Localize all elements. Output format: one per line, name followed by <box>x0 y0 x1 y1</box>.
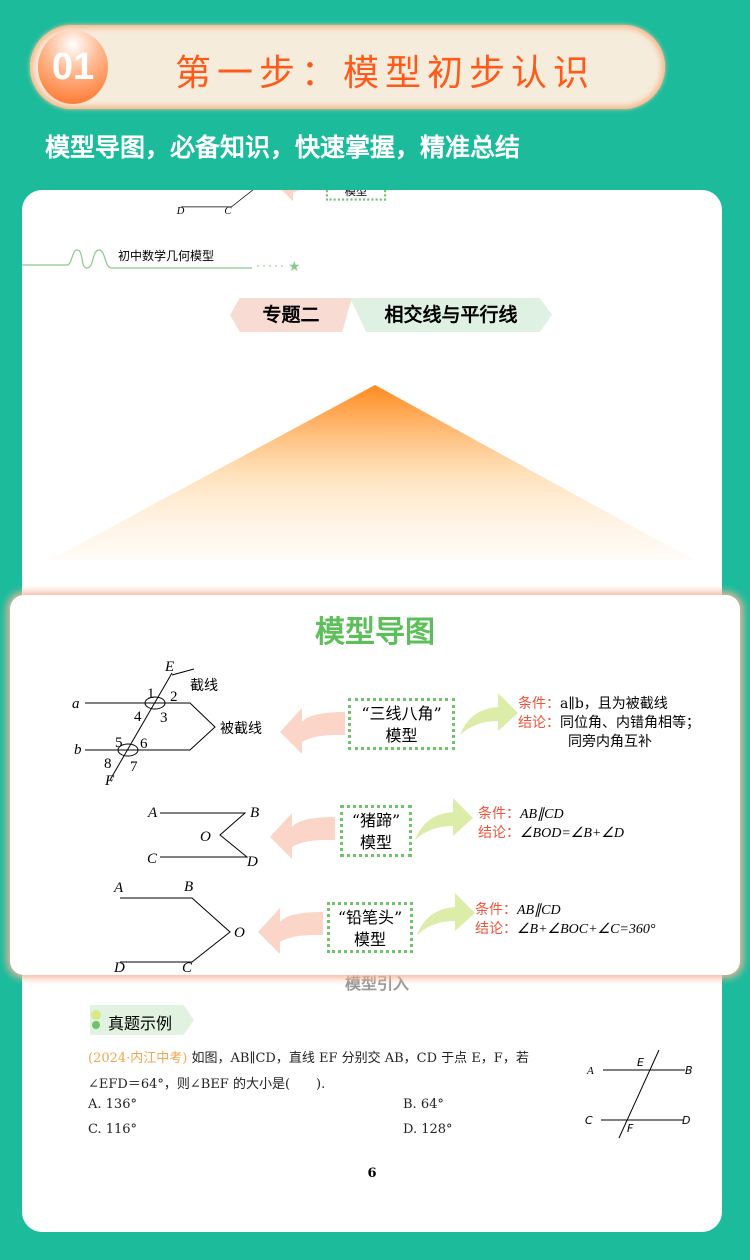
option-c[interactable]: C. 116° <box>88 1122 138 1137</box>
svg-text:D: D <box>113 960 125 975</box>
example-tag-bg <box>90 1005 194 1035</box>
question-figure: A B C D E F <box>585 1049 693 1139</box>
arrow-left-icon <box>258 708 345 954</box>
model-box-pencil-tip[interactable]: “铅笔头”模型 <box>325 190 387 201</box>
page-number: 6 <box>367 1166 377 1181</box>
mind-map-diagrams: a b E F 1 2 3 4 5 6 7 8 截线 被截线 A B C D O A… <box>72 659 518 975</box>
model-3-summary: 条件：AB∥CD 结论：∠B+∠BOC+∠C=360° <box>430 190 556 191</box>
svg-text:A: A <box>113 880 124 896</box>
svg-text:a: a <box>72 696 80 712</box>
svg-text:7: 7 <box>130 759 138 775</box>
svg-text:E: E <box>637 1056 644 1069</box>
svg-text:O: O <box>261 190 269 192</box>
question-stem: 如图，AB∥CD，直线 EF 分别交 AB，CD 于点 E，F，若 <box>191 1051 529 1066</box>
step-header-banner <box>30 25 665 109</box>
svg-text:B: B <box>250 805 259 821</box>
dot-icon <box>92 1021 100 1029</box>
mind-map-title: 模型导图 <box>315 615 435 650</box>
svg-text:E: E <box>164 659 174 675</box>
question-stem-2: ∠EFD＝64°，则∠BEF 的大小是( ). <box>88 1077 326 1092</box>
svg-text:截线: 截线 <box>190 678 218 694</box>
model-box-pencil-tip[interactable]: “铅笔头”模型 <box>327 902 413 953</box>
pig-hoof-diagram <box>160 812 249 858</box>
model-box-pig-hoof[interactable]: “猪蹄”模型 <box>340 805 412 857</box>
model-3-summary: 条件：AB∥CD 结论：∠B+∠BOC+∠C=360° <box>475 902 656 937</box>
topic-label: 专题二 <box>230 298 352 332</box>
svg-text:8: 8 <box>104 756 112 772</box>
subtitle: 模型导图，必备知识，快速掌握，精准总结 <box>45 133 521 162</box>
background-mind-map-copy: 模型导图 a b E F 1 2 3 4 5 6 7 8 截线 被截线 AB C… <box>104 190 615 216</box>
svg-text:F: F <box>627 1122 634 1135</box>
mind-map-diagrams: a b E F 1 2 3 4 5 6 7 8 截线 被截线 AB CD O A… <box>176 190 301 216</box>
option-b[interactable]: B. 64° <box>403 1097 444 1112</box>
three-lines-eight-angles-diagram <box>85 668 216 781</box>
model-1-summary: 条件：a∥b，且为被截线 结论：同位角、内错角相等； 同旁内角互补 <box>518 696 700 750</box>
svg-text:O: O <box>200 829 211 845</box>
next-section-heading: 模型引入 <box>344 974 409 993</box>
svg-text:B: B <box>685 1064 693 1077</box>
running-head-line <box>22 249 252 269</box>
svg-text:b: b <box>74 742 82 758</box>
mind-map-zoom-popup: 模型导图 a b E F 1 2 3 4 5 6 7 8 截线 被截线 A B C… <box>10 595 740 975</box>
svg-text:1: 1 <box>147 686 155 702</box>
svg-text:O: O <box>234 925 245 941</box>
svg-text:C: C <box>182 960 193 975</box>
option-a[interactable]: A. 136° <box>88 1097 137 1112</box>
svg-text:5: 5 <box>115 735 123 751</box>
running-head: 初中数学几何模型 <box>118 249 215 263</box>
svg-text:B: B <box>184 879 193 895</box>
model-box-three-lines[interactable]: “三线八角”模型 <box>348 698 455 750</box>
mind-map: 模型导图 a b E F 1 2 3 4 5 6 7 8 截线 被截线 A B C… <box>10 595 740 975</box>
svg-text:D: D <box>682 1114 690 1127</box>
svg-text:F: F <box>104 773 115 789</box>
star-icon: ★ <box>288 259 301 275</box>
svg-text:4: 4 <box>134 709 142 725</box>
svg-text:C: C <box>585 1114 593 1127</box>
svg-text:6: 6 <box>140 736 148 752</box>
dot-icon <box>91 1010 101 1020</box>
page-decorations: ★ <box>22 249 694 560</box>
arrow-left-icon <box>281 190 301 202</box>
step-number-badge: 01 <box>38 30 108 104</box>
svg-text:被截线: 被截线 <box>220 721 262 737</box>
model-2-summary: 条件：AB∥CD 结论：∠BOD=∠B+∠D <box>478 806 624 841</box>
pencil-tip-diagram <box>120 897 231 963</box>
svg-text:2: 2 <box>170 689 178 705</box>
svg-text:3: 3 <box>160 710 168 726</box>
svg-text:C: C <box>147 851 158 867</box>
pencil-tip-diagram <box>180 190 254 208</box>
svg-text:A: A <box>147 805 158 821</box>
svg-text:D: D <box>246 854 258 870</box>
step-title: 第一步：模型初步认识 <box>174 53 595 94</box>
arrow-right-icon <box>415 693 518 935</box>
svg-text:A: A <box>586 1065 594 1077</box>
svg-text:D: D <box>176 206 185 216</box>
example-tag: 真题示例 <box>108 1014 173 1033</box>
topic-title: 相交线与平行线 <box>350 298 552 332</box>
mind-map-triangle <box>50 385 694 560</box>
svg-text:C: C <box>224 206 232 216</box>
question-source: (2024·内江中考) <box>88 1051 188 1066</box>
option-d[interactable]: D. 128° <box>403 1122 453 1137</box>
